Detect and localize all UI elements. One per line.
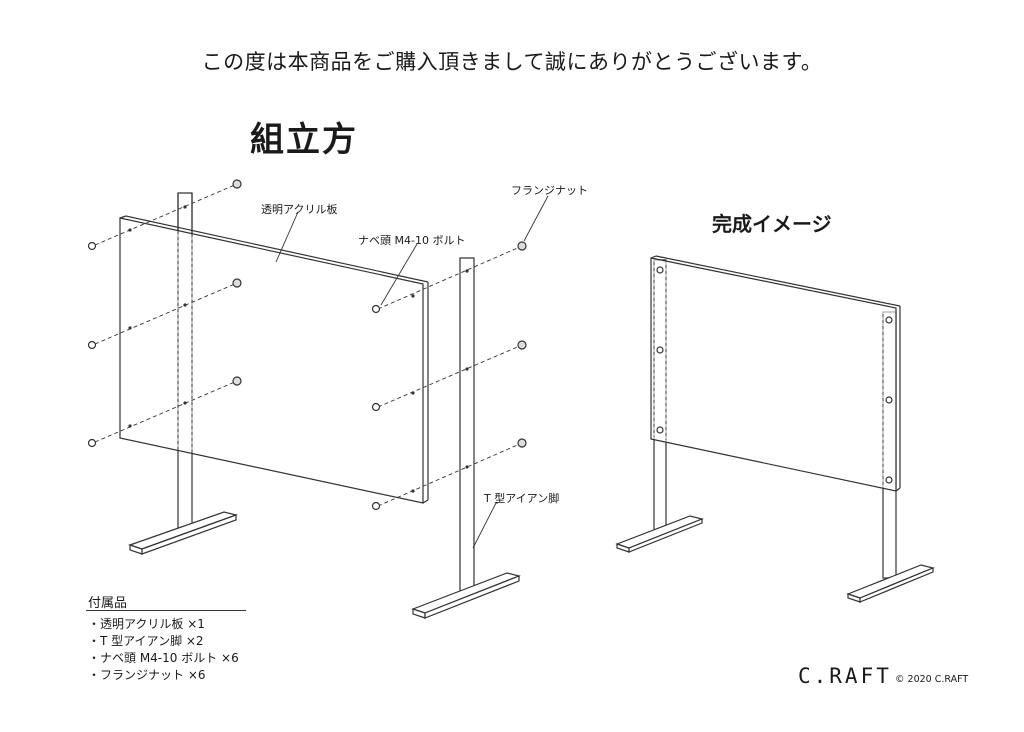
acrylic-panel: [119, 215, 429, 504]
finished-illustration: [615, 255, 935, 603]
leader-lines: [275, 195, 549, 549]
list-item: ・透明アクリル板 ×1: [88, 617, 205, 631]
copyright-notice: © 2020 C.RAFT: [895, 674, 969, 685]
list-item: ・ナベ頭 M4-10 ボルト ×6: [88, 651, 239, 665]
label-t-leg: T 型アイアン脚: [484, 492, 560, 505]
label-bolt: ナベ頭 M4-10 ボルト: [358, 234, 466, 247]
finished-title: 完成イメージ: [712, 212, 832, 236]
parts-list: ・透明アクリル板 ×1 ・T 型アイアン脚 ×2 ・ナベ頭 M4-10 ボルト …: [88, 616, 239, 684]
parts-title: 付属品: [88, 596, 128, 611]
brand-logo: C.RAFT: [798, 664, 892, 688]
list-item: ・フランジナット ×6: [88, 668, 206, 682]
parts-divider: [86, 610, 246, 611]
label-flange-nut: フランジナット: [511, 184, 588, 197]
assembly-guides: [94, 183, 523, 507]
right-t-leg: [411, 257, 521, 619]
assembly-title: 組立方: [250, 120, 358, 160]
flange-nuts: [232, 179, 527, 448]
label-acrylic-panel: 透明アクリル板: [261, 203, 338, 216]
bolts: [87, 241, 381, 511]
list-item: ・T 型アイアン脚 ×2: [88, 634, 204, 648]
thank-you-message: この度は本商品をご購入頂きまして誠にありがとうございます。: [201, 50, 823, 74]
